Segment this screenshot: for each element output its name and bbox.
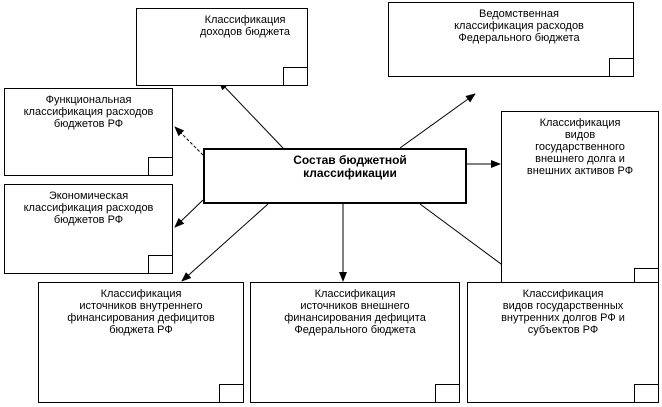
- arrow-to-revenue: [218, 80, 284, 149]
- box-public-debt-text: Классификация видов государственного вне…: [526, 117, 634, 177]
- box-economic-text: Экономическая классификация расходов бюд…: [23, 190, 154, 226]
- box-external-financing-text: Классификация источников внешнего финанс…: [284, 288, 426, 336]
- box-corner: [634, 384, 658, 402]
- arrow-to-internal-financing: [181, 203, 269, 282]
- box-departmental-classification: Ведомственная классификация расходов Фед…: [388, 2, 634, 77]
- box-corner: [283, 67, 307, 85]
- box-internal-financing-text: Классификация источников внутреннего фин…: [67, 288, 215, 336]
- center-box-budget-classification: Состав бюджетной классификации: [203, 148, 467, 204]
- box-revenue-classification: Классификация доходов бюджета: [136, 8, 308, 86]
- center-title: Состав бюджетной классификации: [293, 153, 407, 180]
- box-corner: [148, 157, 172, 175]
- box-functional-text: Функциональная классификация расходов бю…: [23, 94, 154, 130]
- box-economic-classification: Экономическая классификация расходов бюд…: [4, 184, 173, 274]
- box-corner: [219, 384, 243, 402]
- box-functional-classification: Функциональная классификация расходов бю…: [4, 88, 173, 176]
- arrow-to-functional: [174, 126, 204, 156]
- box-internal-financing-classification: Классификация источников внутреннего фин…: [38, 282, 244, 403]
- box-corner: [435, 384, 459, 402]
- box-corner: [634, 268, 658, 286]
- box-public-debt-classification: Классификация видов государственного вне…: [501, 111, 659, 287]
- box-revenue-text: Классификация доходов бюджета: [200, 14, 290, 38]
- arrow-to-departmental: [399, 93, 476, 149]
- box-external-financing-classification: Классификация источников внешнего финанс…: [250, 282, 460, 403]
- box-corner: [148, 255, 172, 273]
- box-internal-debt-text: Классификация видов государственных внут…: [501, 288, 625, 336]
- box-corner: [609, 58, 633, 76]
- box-internal-debt-classification: Классификация видов государственных внут…: [467, 282, 659, 403]
- box-departmental-text: Ведомственная классификация расходов Фед…: [454, 8, 584, 44]
- arrow-to-economic: [174, 199, 204, 228]
